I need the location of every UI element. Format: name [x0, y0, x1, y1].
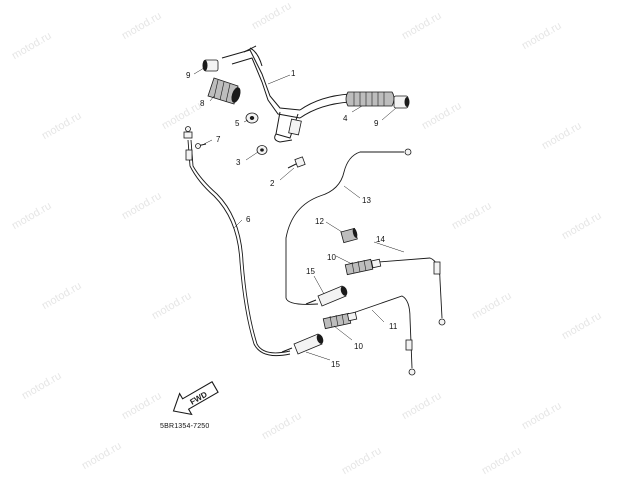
fwd-arrow: FWD [172, 381, 219, 416]
adjuster-10-lower [322, 311, 358, 330]
callout-14: 14 [376, 235, 385, 244]
connector-15-upper [305, 285, 348, 307]
cable-11 [349, 295, 416, 376]
adjuster-10-upper [344, 258, 382, 276]
callout-15-upper: 15 [306, 267, 315, 276]
bolt [287, 156, 306, 169]
drawing-code: 5BR1354-7250 [160, 423, 210, 430]
callout-1: 1 [291, 69, 296, 78]
callout-4: 4 [343, 114, 348, 123]
callout-3: 3 [236, 158, 241, 167]
screw [195, 143, 207, 149]
leader-lines [193, 67, 405, 361]
left-bar-end [202, 59, 219, 72]
callout-5: 5 [235, 119, 240, 128]
callouts: 1 2 3 4 5 6 7 8 9 9 10 10 11 12 13 14 15… [186, 69, 398, 369]
connector-15-lower [281, 333, 324, 355]
right-bar-end [393, 95, 410, 109]
callout-10-lower: 10 [354, 342, 363, 351]
callout-12: 12 [315, 217, 324, 226]
callout-15-lower: 15 [331, 360, 340, 369]
callout-13: 13 [362, 196, 371, 205]
washer [256, 145, 268, 155]
callout-8: 8 [200, 99, 205, 108]
callout-7: 7 [216, 135, 221, 144]
callout-11: 11 [389, 322, 398, 331]
callout-10-upper: 10 [327, 253, 336, 262]
callout-9-left: 9 [186, 71, 191, 80]
cable-14 [377, 257, 446, 326]
left-grip [207, 77, 241, 105]
handlebar [221, 45, 351, 143]
right-grip [345, 91, 395, 107]
callout-9-right: 9 [374, 119, 379, 128]
cable-6 [183, 126, 291, 357]
sleeve-12 [340, 227, 358, 244]
callout-2: 2 [270, 179, 275, 188]
cable-13 [285, 148, 412, 305]
callout-6: 6 [246, 215, 251, 224]
collar [245, 112, 259, 124]
